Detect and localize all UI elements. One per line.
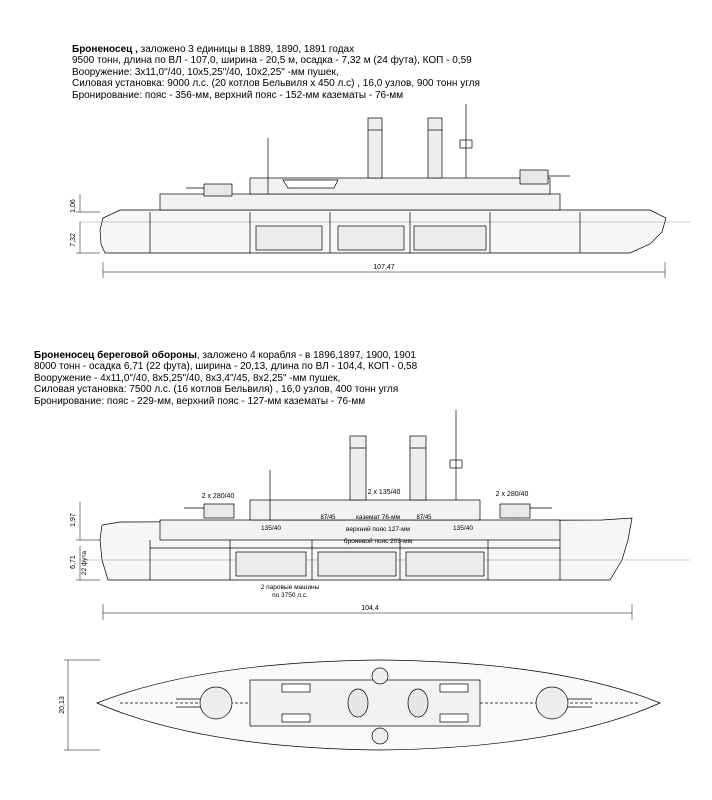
dim-freeboard-label: 1,06 — [70, 199, 77, 213]
dim-draught-label: 7,32 — [70, 233, 77, 247]
light-gun-label: 87/45 — [320, 515, 336, 521]
spec-block-battleship: Броненосец , заложено 3 единицы в 1889, … — [72, 44, 480, 101]
casemate-label: каземат 76-мм — [356, 514, 401, 521]
dim-length-label: 107,47 — [373, 264, 395, 271]
engines-label: по 3750 л.с. — [272, 592, 308, 599]
spec-block-coastal-battleship: Броненосец береговой обороны, заложено 4… — [34, 350, 417, 407]
boiler-room — [317, 551, 397, 577]
spec-title-rest: , заложено 4 корабля - в 1896,1897, 1900… — [196, 350, 416, 361]
upper-belt-label: верхний пояс 127-мм — [346, 525, 411, 533]
main-belt-label: броневой пояс 203-мм — [344, 537, 413, 545]
light-gun-label: 87/45 — [416, 515, 432, 521]
coastal-battleship-plan — [96, 659, 661, 751]
boat — [282, 179, 339, 189]
funnel — [407, 688, 429, 718]
dim-length-label: 104,4 — [361, 605, 379, 612]
funnel — [427, 117, 443, 179]
dim-beam-label: 20,13 — [59, 696, 66, 714]
engines-label: 2 паровые машины — [261, 584, 320, 591]
main-turret — [519, 169, 549, 185]
secondary-turret — [371, 727, 389, 745]
spec-line: Вооружение - 4х11,0"/40, 8х5,25"/40, 8х3… — [34, 372, 341, 384]
main-turret — [203, 183, 233, 197]
spec-line: Бронирование: пояс - 356-мм, верхний поя… — [72, 89, 404, 101]
boat — [281, 683, 311, 693]
spec-title-rest: заложено 3 единицы в 1889, 1890, 1891 го… — [137, 44, 355, 55]
funnel — [367, 117, 383, 179]
battleship-profile — [80, 104, 690, 254]
main-turret — [535, 686, 569, 720]
main-turret — [499, 503, 531, 519]
dim-draught-label: 6,71 — [70, 555, 77, 569]
coastal-battleship-dimensions — [76, 502, 633, 620]
funnel — [349, 435, 367, 501]
coastal-battleship-profile — [80, 410, 690, 581]
boiler-room — [337, 225, 405, 251]
engine-room — [255, 225, 323, 251]
boiler-room — [413, 225, 487, 251]
mid-gun-label: 2 x 135/40 — [368, 489, 401, 496]
engine-room — [235, 551, 307, 577]
spec-line: 8000 тонн - осадка 6,71 (22 фута), ширин… — [34, 361, 418, 373]
boat — [439, 683, 469, 693]
main-turret-label-aft: 2 x 280/40 — [496, 491, 529, 498]
spec-line: 9500 тонн, длина по ВЛ - 107,0, ширина -… — [72, 55, 472, 67]
main-turret — [199, 686, 233, 720]
spec-line: Бронирование: пояс - 229-мм, верхний поя… — [34, 395, 366, 407]
spec-title: Броненосец , — [72, 44, 138, 55]
funnel — [409, 435, 427, 501]
boat — [439, 713, 469, 723]
funnel — [347, 688, 369, 718]
boat — [281, 713, 311, 723]
dim-draught-feet-label: 22 фута — [81, 551, 88, 575]
main-turret-label-fore: 2 x 280/40 — [202, 493, 235, 500]
secondary-gun-label-aft: 135/40 — [453, 525, 473, 532]
spec-title-line: Броненосец береговой обороны, заложено 4… — [34, 350, 417, 361]
dim-freeboard-label: 1,97 — [70, 513, 77, 527]
boiler-room — [405, 551, 485, 577]
spec-line: Вооружение: 3х11,0"/40, 10х5,25"/40, 10х… — [72, 66, 339, 78]
battleship-dimensions — [76, 194, 666, 278]
superstructure — [159, 193, 561, 211]
secondary-turret — [371, 667, 389, 685]
secondary-gun-label-fore: 135/40 — [261, 525, 281, 532]
spec-line: Силовая установка: 9000 л.с. (20 котлов … — [72, 78, 480, 90]
plan-dimensions — [64, 659, 100, 751]
spec-title: Броненосец береговой обороны — [34, 350, 197, 361]
spec-line: Силовая установка: 7500 л.с. (16 котлов … — [34, 384, 399, 396]
spec-title-line: Броненосец , заложено 3 единицы в 1889, … — [72, 44, 480, 55]
main-turret — [203, 503, 235, 519]
